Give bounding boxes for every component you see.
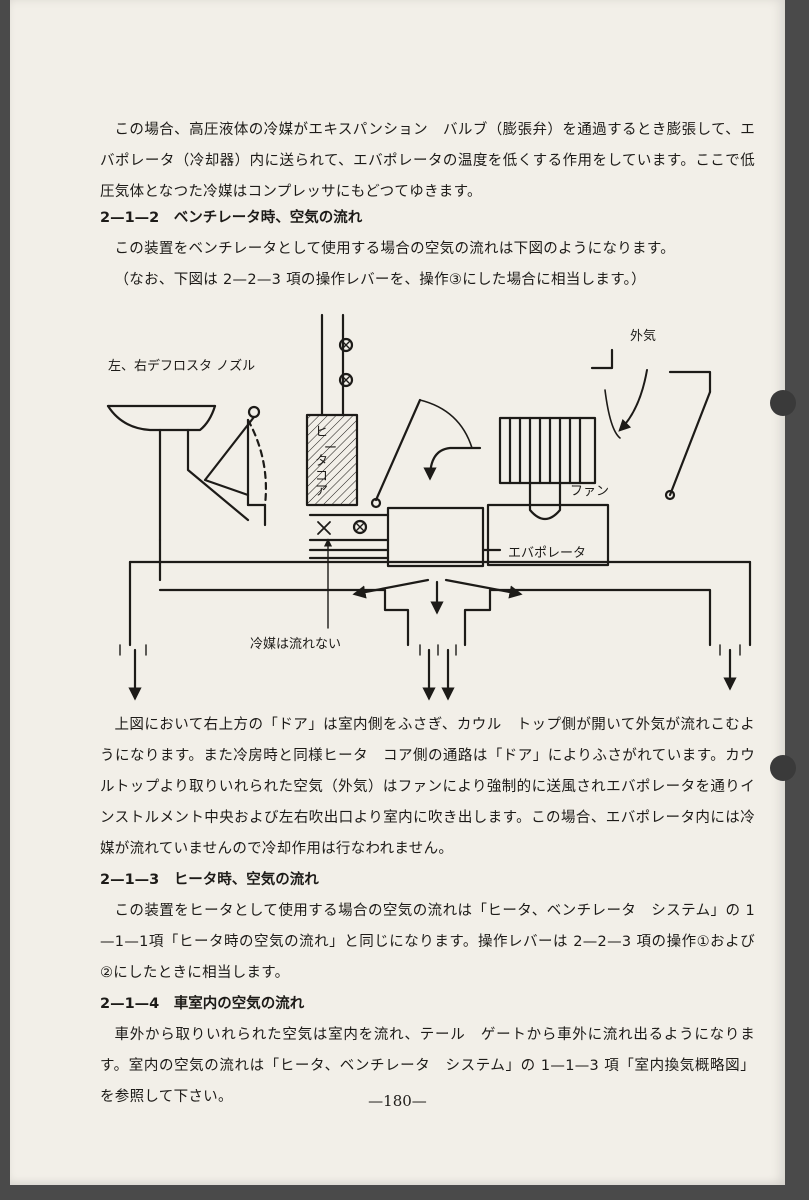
evaporator-label: エバポレータ — [508, 546, 586, 561]
fan-label: ファン — [570, 484, 609, 499]
heater-paragraph: この装置をヒータとして使用する場合の空気の流れは「ヒータ、ベンチレータ システム… — [100, 903, 755, 981]
description-section: 上図において右上方の「ドア」は室内側をふさぎ、カウル トップ側が開いて外気が流れ… — [100, 710, 755, 1113]
ventilation-airflow-diagram: 左、右デフロスタ ノズル 外気 ファン エバポレータ 冷媒は流れない ヒ ー タ… — [106, 313, 752, 701]
air-duct — [128, 538, 752, 647]
ventilator-line-1: この装置をベンチレータとして使用する場合の空気の流れは下図のようになります。 — [114, 241, 676, 257]
intro-section: この場合、高圧液体の冷媒がエキスパンション バルブ（膨張弁）を通過するとき膨張し… — [100, 115, 755, 208]
document-page: この場合、高圧液体の冷媒がエキスパンション バルブ（膨張弁）を通過するとき膨張し… — [10, 0, 785, 1185]
no-refrigerant-label: 冷媒は流れない — [250, 637, 341, 652]
binder-hole-top — [770, 390, 796, 416]
outside-air-label: 外気 — [630, 328, 656, 344]
ventilator-line-2: （なお、下図は 2—2—3 項の操作レバーを、操作③にした場合に相当します。） — [114, 272, 646, 288]
defroster-nozzle — [106, 404, 268, 542]
heater-heading: 2—1—3 ヒータ時、空気の流れ — [100, 872, 319, 888]
outside-air-intake — [590, 348, 712, 501]
ventilator-section: 2—1—2 ベンチレータ時、空気の流れ この装置をベンチレータとして使用する場合… — [100, 203, 755, 296]
airflow-arrows — [119, 538, 741, 701]
fan — [423, 416, 597, 521]
intro-paragraph: この場合、高圧液体の冷媒がエキスパンション バルブ（膨張弁）を通過するとき膨張し… — [100, 122, 755, 200]
heater-core — [305, 313, 359, 507]
binder-hole-bottom — [770, 755, 796, 781]
defroster-nozzle-label: 左、右デフロスタ ノズル — [108, 358, 255, 374]
page-number: —180— — [368, 1092, 427, 1110]
description-paragraph: 上図において右上方の「ドア」は室内側をふさぎ、カウル トップ側が開いて外気が流れ… — [100, 717, 755, 857]
evaporator — [308, 503, 610, 568]
cabin-paragraph: 車外から取りいれられた空気は室内を流れ、テール ゲートから車外に流れ出るようにな… — [100, 1027, 755, 1105]
cabin-heading: 2—1—4 車室内の空気の流れ — [100, 996, 305, 1012]
ventilator-heading: 2—1—2 ベンチレータ時、空気の流れ — [100, 210, 363, 226]
heater-door — [370, 398, 473, 509]
